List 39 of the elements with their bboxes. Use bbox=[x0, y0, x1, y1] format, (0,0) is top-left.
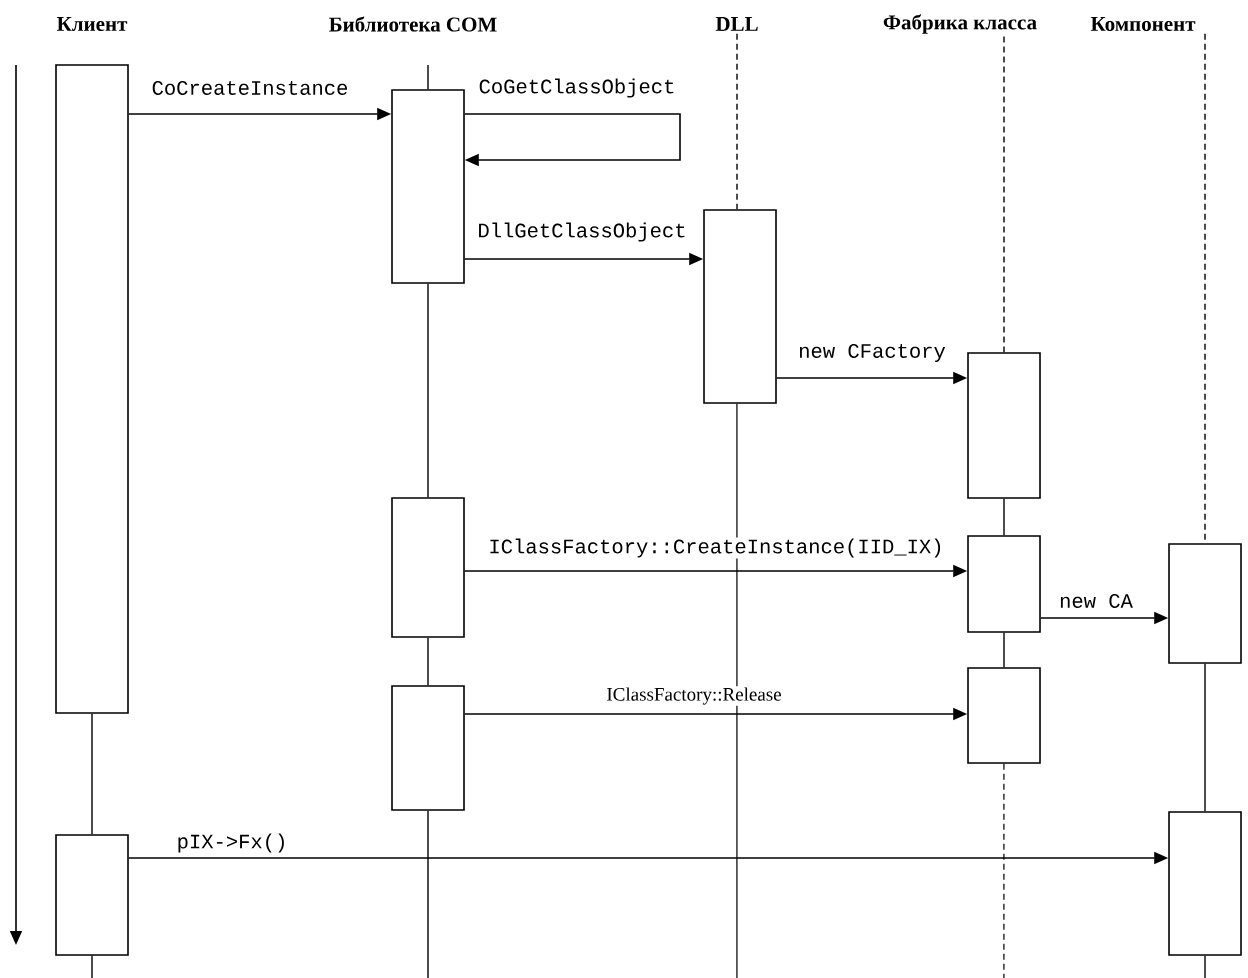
lifeline bbox=[427, 283, 429, 498]
lifeline bbox=[427, 64, 429, 90]
lifeline-header: Клиент bbox=[56, 17, 128, 31]
edge-label: pIX->Fx() bbox=[175, 832, 289, 854]
activation-box bbox=[1168, 543, 1242, 664]
activation-box bbox=[967, 535, 1041, 633]
edge-label: DllGetClassObject bbox=[476, 221, 688, 243]
activation-box bbox=[703, 209, 777, 404]
activation-box bbox=[1168, 811, 1242, 956]
self-message-arrow bbox=[464, 113, 681, 167]
lifeline bbox=[1204, 663, 1206, 812]
lifeline bbox=[1204, 955, 1206, 978]
lifeline bbox=[1003, 763, 1005, 978]
edge-label: CoCreateInstance bbox=[150, 80, 350, 96]
lifeline-header: DLL bbox=[715, 17, 758, 31]
activation-box bbox=[967, 352, 1041, 499]
lifeline bbox=[91, 955, 93, 978]
lifeline bbox=[91, 713, 93, 835]
lifeline-header: Библиотека COM bbox=[329, 16, 497, 32]
activation-box bbox=[391, 685, 465, 811]
activation-box bbox=[55, 64, 129, 714]
lifeline bbox=[736, 403, 738, 978]
lifeline-header: Компонент bbox=[1090, 17, 1196, 31]
activation-box bbox=[967, 667, 1041, 764]
edge-label: new CFactory bbox=[797, 343, 947, 363]
activation-box bbox=[391, 497, 465, 638]
edge-label: CoGetClassObject bbox=[477, 77, 677, 99]
lifeline bbox=[427, 810, 429, 978]
lifeline bbox=[1003, 632, 1005, 668]
lifeline bbox=[1003, 498, 1005, 536]
activation-box bbox=[391, 89, 465, 284]
activation-box bbox=[55, 834, 129, 956]
lifeline bbox=[427, 637, 429, 686]
edge-label: IClassFactory::Release bbox=[605, 686, 783, 706]
lifeline bbox=[1003, 35, 1005, 353]
edge-label: IClassFactory::CreateInstance(IID_IX) bbox=[487, 537, 945, 559]
edge-label: new CA bbox=[1058, 593, 1134, 609]
lifeline-header: Фабрика класса bbox=[883, 14, 1037, 34]
lifeline bbox=[736, 33, 738, 210]
